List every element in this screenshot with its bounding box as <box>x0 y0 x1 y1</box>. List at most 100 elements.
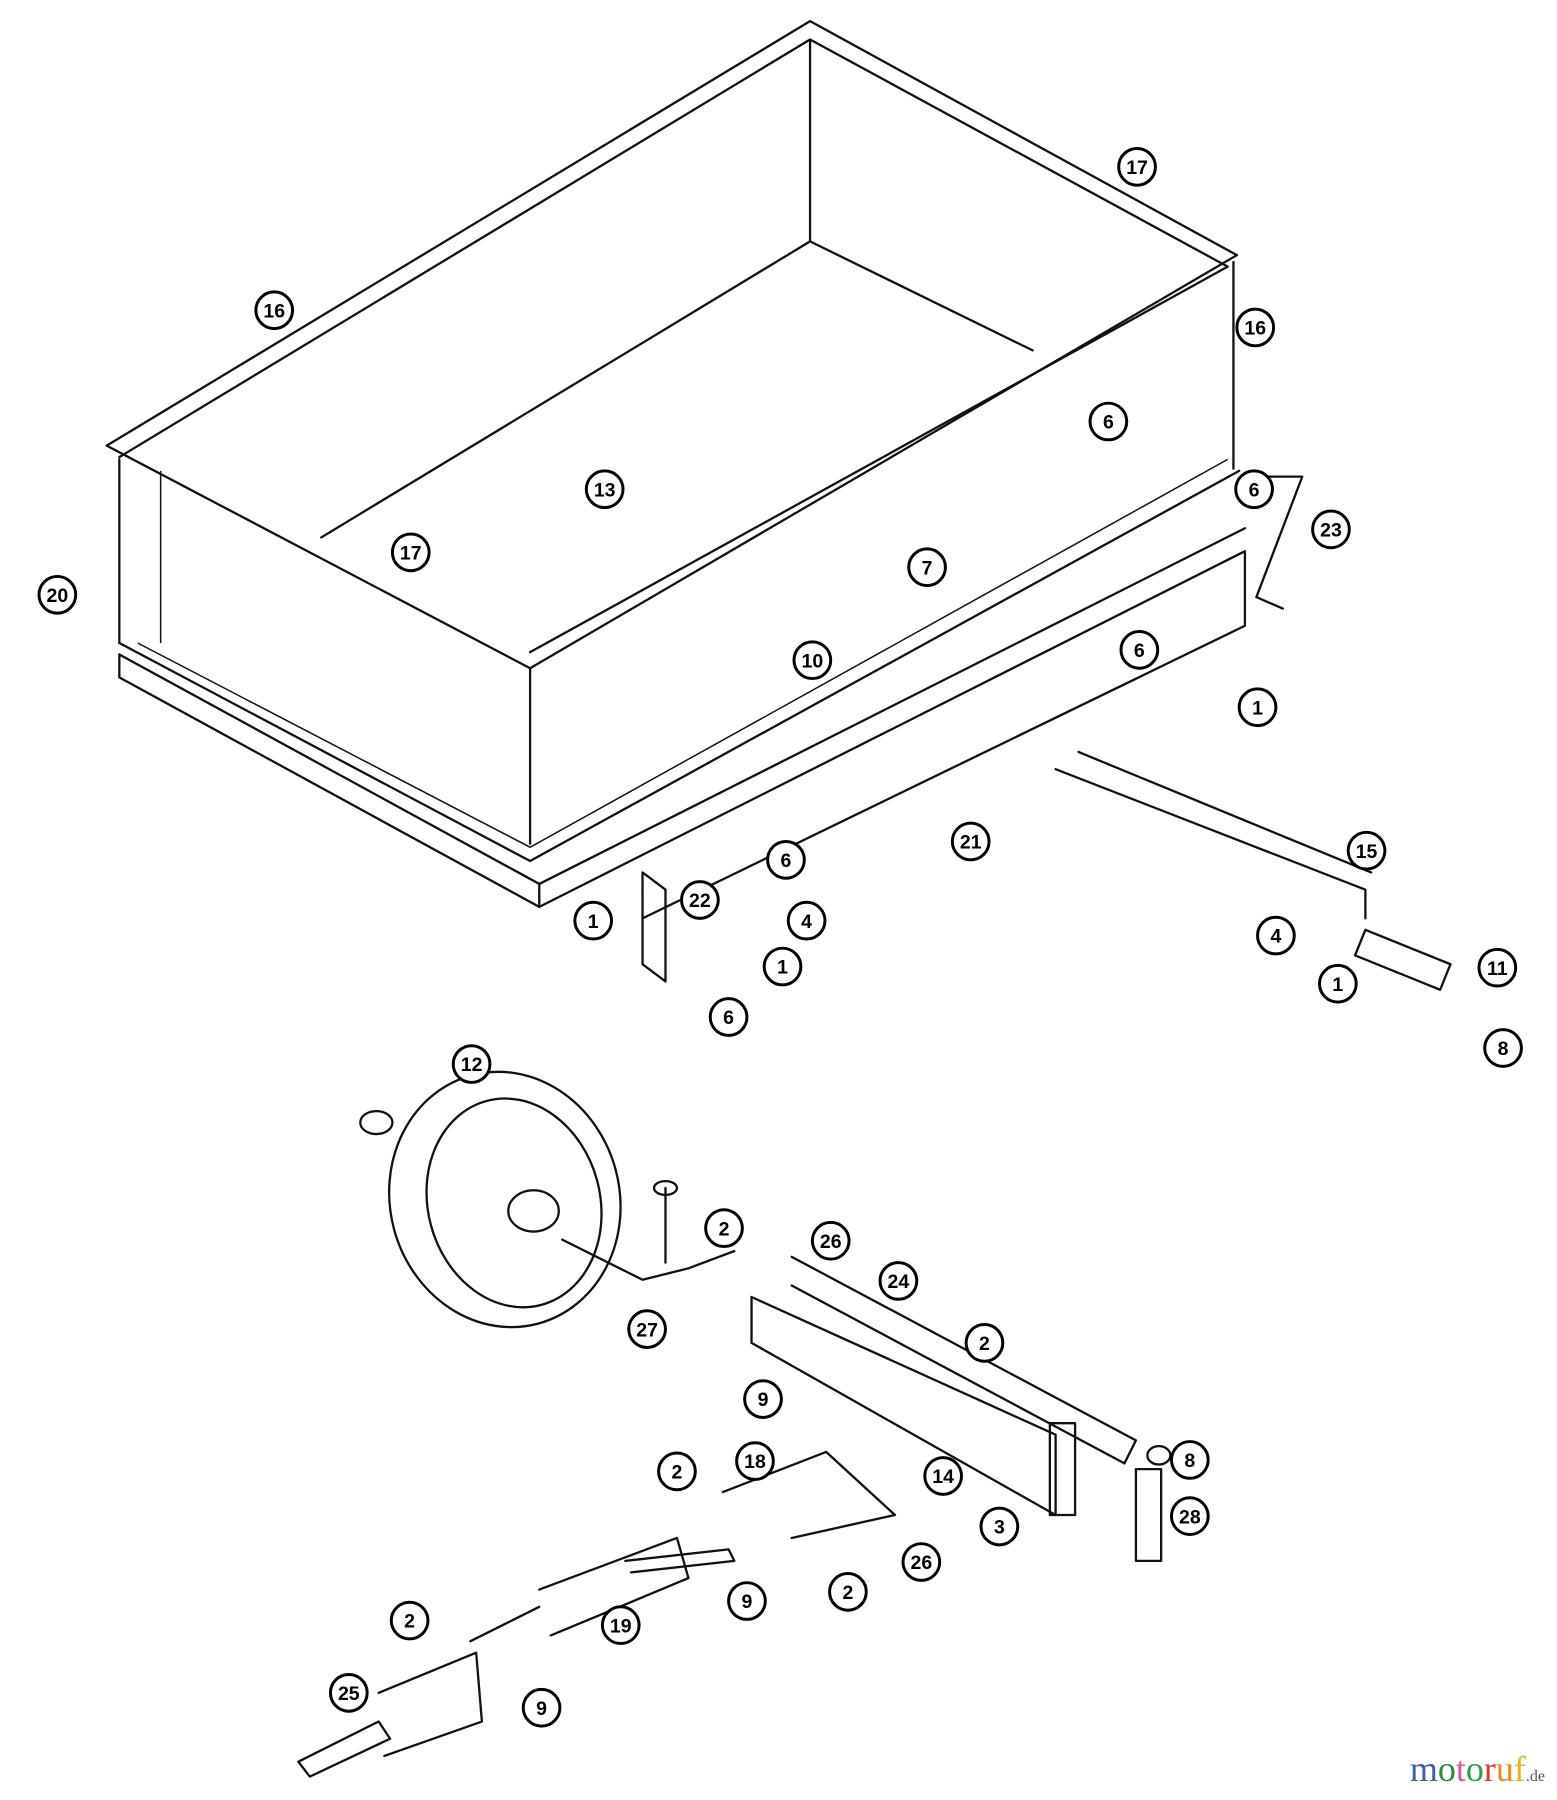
callout-circle <box>1117 146 1157 187</box>
callout-label: 2 <box>979 1333 990 1355</box>
logo-letter: t <box>1455 1749 1466 1789</box>
callout-circle <box>1169 1440 1210 1480</box>
callout-label: 27 <box>636 1319 658 1341</box>
callout-part-2: 2 <box>657 1451 697 1492</box>
callout-part-9: 9 <box>727 1581 767 1621</box>
callout-part-6: 6 <box>708 997 749 1037</box>
callout-part-12: 12 <box>451 1044 492 1084</box>
callout-label: 24 <box>888 1271 910 1293</box>
callout-label: 12 <box>461 1054 483 1076</box>
callout-label: 9 <box>758 1389 769 1411</box>
callout-circle <box>328 1672 369 1713</box>
callout-circle <box>735 1441 775 1481</box>
callout-part-1: 1 <box>573 900 614 941</box>
callout-label: 23 <box>1320 520 1342 542</box>
logo-letter: u <box>1495 1749 1514 1789</box>
callout-circle <box>792 640 833 681</box>
callout-part-6: 6 <box>1234 469 1274 510</box>
callout-label: 6 <box>723 1007 734 1029</box>
callout-part-2: 2 <box>828 1572 868 1612</box>
callout-part-8: 8 <box>1169 1440 1210 1480</box>
callout-part-6: 6 <box>1088 401 1129 442</box>
callout-label: 2 <box>842 1582 853 1604</box>
callout-circle <box>727 1581 767 1621</box>
callout-circle <box>901 1542 942 1582</box>
callout-circle <box>743 1379 783 1419</box>
frame <box>118 475 1452 991</box>
callout-circle <box>1346 830 1387 871</box>
callout-label: 28 <box>1179 1506 1201 1528</box>
callout-circle <box>1311 509 1351 550</box>
logo-letter: o <box>1465 1749 1484 1789</box>
callout-label: 16 <box>263 300 285 322</box>
callout-part-22: 22 <box>680 880 720 920</box>
callout-circle <box>1317 963 1358 1004</box>
callout-label: 1 <box>777 957 788 979</box>
callout-circle <box>708 997 749 1037</box>
callout-part-15: 15 <box>1346 830 1387 871</box>
callout-label: 20 <box>47 585 69 607</box>
callout-label: 11 <box>1487 958 1508 980</box>
callout-circle <box>627 1309 667 1349</box>
callout-part-17: 17 <box>1117 146 1157 187</box>
callout-label: 19 <box>610 1615 632 1637</box>
callout-circle <box>390 532 431 573</box>
wheel <box>359 1070 736 1329</box>
callout-part-27: 27 <box>627 1309 667 1349</box>
callout-label: 4 <box>1270 926 1281 948</box>
callout-circle <box>828 1572 868 1612</box>
callout-part-6: 6 <box>766 839 806 880</box>
callout-part-2: 2 <box>704 1208 744 1249</box>
callout-part-18: 18 <box>735 1441 775 1481</box>
callout-label: 1 <box>1332 974 1343 996</box>
callout-part-11: 11 <box>1477 947 1518 988</box>
callout-label: 13 <box>594 479 616 501</box>
callout-part-8: 8 <box>1483 1028 1523 1068</box>
callout-label: 6 <box>1134 640 1145 662</box>
callout-part-20: 20 <box>37 574 78 615</box>
callout-circle <box>1477 947 1518 988</box>
callout-part-14: 14 <box>923 1456 963 1496</box>
callout-part-24: 24 <box>878 1261 919 1301</box>
callout-part-2: 2 <box>964 1323 1005 1363</box>
callout-part-13: 13 <box>584 469 625 510</box>
callout-label: 10 <box>801 650 823 672</box>
callout-circle <box>964 1323 1005 1363</box>
callout-part-10: 10 <box>792 640 833 681</box>
callout-part-4: 4 <box>1256 915 1296 956</box>
callout-part-3: 3 <box>979 1506 1020 1547</box>
callout-part-1: 1 <box>1237 687 1278 728</box>
callout-circle <box>786 900 827 941</box>
callout-label: 8 <box>1184 1450 1195 1472</box>
callout-circle <box>1088 401 1129 442</box>
callout-circle <box>907 547 947 588</box>
callout-label: 15 <box>1356 841 1378 863</box>
callout-label: 6 <box>1103 412 1114 434</box>
callout-circle <box>451 1044 492 1084</box>
callout-circle <box>878 1261 919 1301</box>
logo-letter: f <box>1513 1749 1526 1789</box>
callout-part-19: 19 <box>600 1605 641 1645</box>
logo-suffix: .de <box>1525 1768 1545 1785</box>
callout-label: 8 <box>1498 1038 1509 1060</box>
callout-label: 2 <box>672 1462 683 1484</box>
callout-label: 26 <box>910 1552 932 1574</box>
callout-circle <box>1234 469 1274 510</box>
callout-circle <box>600 1605 641 1645</box>
callout-circle <box>810 1220 851 1261</box>
callout-label: 1 <box>1252 697 1263 719</box>
callout-circle <box>584 469 625 510</box>
logo-letter: m <box>1409 1749 1438 1789</box>
callout-circle <box>521 1687 562 1728</box>
callout-label: 9 <box>742 1591 753 1613</box>
motoruf-watermark-logo: motoruf.de <box>1410 1748 1545 1790</box>
callout-label: 9 <box>536 1698 547 1720</box>
callout-label: 3 <box>994 1517 1005 1539</box>
callout-label: 4 <box>801 911 812 933</box>
callout-label: 17 <box>1126 157 1148 179</box>
callout-label: 18 <box>744 1451 766 1473</box>
callout-part-16: 16 <box>254 290 295 331</box>
callout-label: 6 <box>1249 479 1260 501</box>
callout-part-26: 26 <box>810 1220 851 1261</box>
